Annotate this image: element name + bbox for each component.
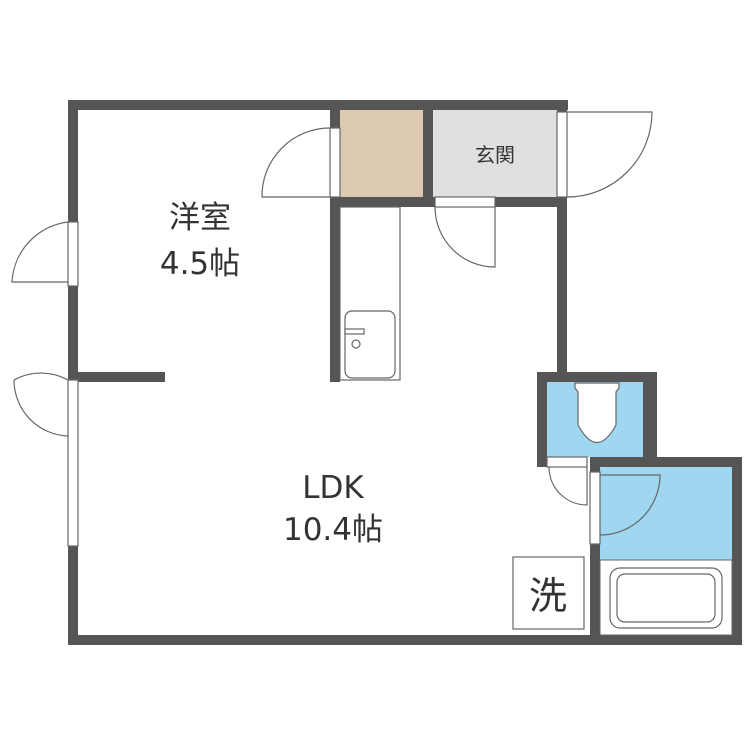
entrance-door-frame: [556, 111, 568, 198]
window-western-room: [67, 221, 79, 287]
toilet-icon: [574, 382, 620, 443]
bathtub-inner: [616, 573, 716, 623]
ldk-size: 10.4帖: [283, 512, 383, 548]
faucet-icon: [344, 328, 365, 335]
western-room-name: 洋室: [169, 200, 231, 236]
inner-door-frame: [434, 196, 496, 208]
entrance-area: [433, 110, 557, 197]
window-ldk: [67, 379, 79, 547]
closet-door-frame: [329, 127, 341, 198]
entrance-label: 玄関: [475, 143, 515, 167]
walls: [68, 100, 742, 645]
drain-icon: [351, 339, 361, 349]
bathroom-area: [600, 467, 732, 560]
washer-space: [512, 556, 585, 630]
window-swing-western[interactable]: [11, 221, 69, 283]
western-room-size: 4.5帖: [160, 246, 240, 282]
ldk-name: LDK: [302, 470, 364, 506]
bath-door-swing[interactable]: [599, 474, 661, 536]
toilet-door-frame: [546, 456, 588, 468]
kitchen-sink: [344, 310, 396, 379]
window-swing-ldk[interactable]: [13, 372, 69, 437]
closet-door-swing[interactable]: [261, 127, 331, 198]
closet-area: [340, 110, 423, 197]
bath-door-frame: [589, 471, 601, 545]
toilet-door-swing[interactable]: [548, 466, 588, 506]
washer-label: 洗: [529, 574, 567, 618]
inner-door-swing[interactable]: [434, 206, 496, 268]
entrance-door-swing[interactable]: [566, 111, 653, 198]
